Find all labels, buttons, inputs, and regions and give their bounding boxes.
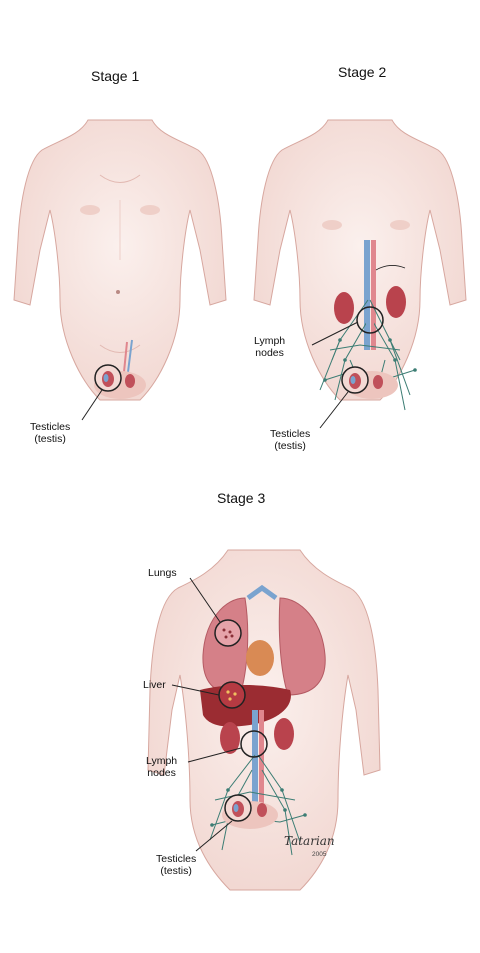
stage-3-lungs-label: Lungs [148,567,177,579]
lung-highlight-circle [214,619,242,647]
kidney-right [386,286,406,318]
torso-silhouette [253,119,467,401]
stage-2-lymph-label: Lymph nodes [254,335,286,359]
heart [246,640,274,676]
stage-3-liver-label: Liver [143,679,166,691]
stage-3-torso-illustration [147,549,381,891]
stage-2-testicles-label: Testicles (testis) [270,428,311,452]
stage-1-testicles-label: Testicles (testis) [30,421,71,445]
lung-right [278,597,326,696]
stage-3-lymph-label: Lymph nodes [146,755,178,779]
artist-signature: Tatarian [284,834,335,848]
stage-2-panel: Stage 2 Lymph nodes Testicles (testis) [240,0,480,470]
kidney-left [220,722,240,754]
kidney-right [274,718,294,750]
lymph-node-highlight-circle [356,306,384,334]
artist-signature-year: 2005 [312,851,327,858]
lymph-node-highlight-circle [240,730,268,758]
stage-2-title: Stage 2 [338,64,387,80]
stage-1-torso-illustration [13,119,227,421]
stage-3-testicles-label: Testicles (testis) [156,853,197,877]
liver-highlight-circle [218,681,246,709]
stage-1-title: Stage 1 [91,68,140,84]
stage-1-panel: Stage 1 Testicles (testis) [0,0,240,470]
stage-3-panel: Stage 3 Lungs Liver Lymph nodes Testicle… [0,470,480,953]
kidney-left [334,292,354,324]
stage-2-torso-illustration [253,119,467,429]
stage-3-title: Stage 3 [217,490,266,506]
